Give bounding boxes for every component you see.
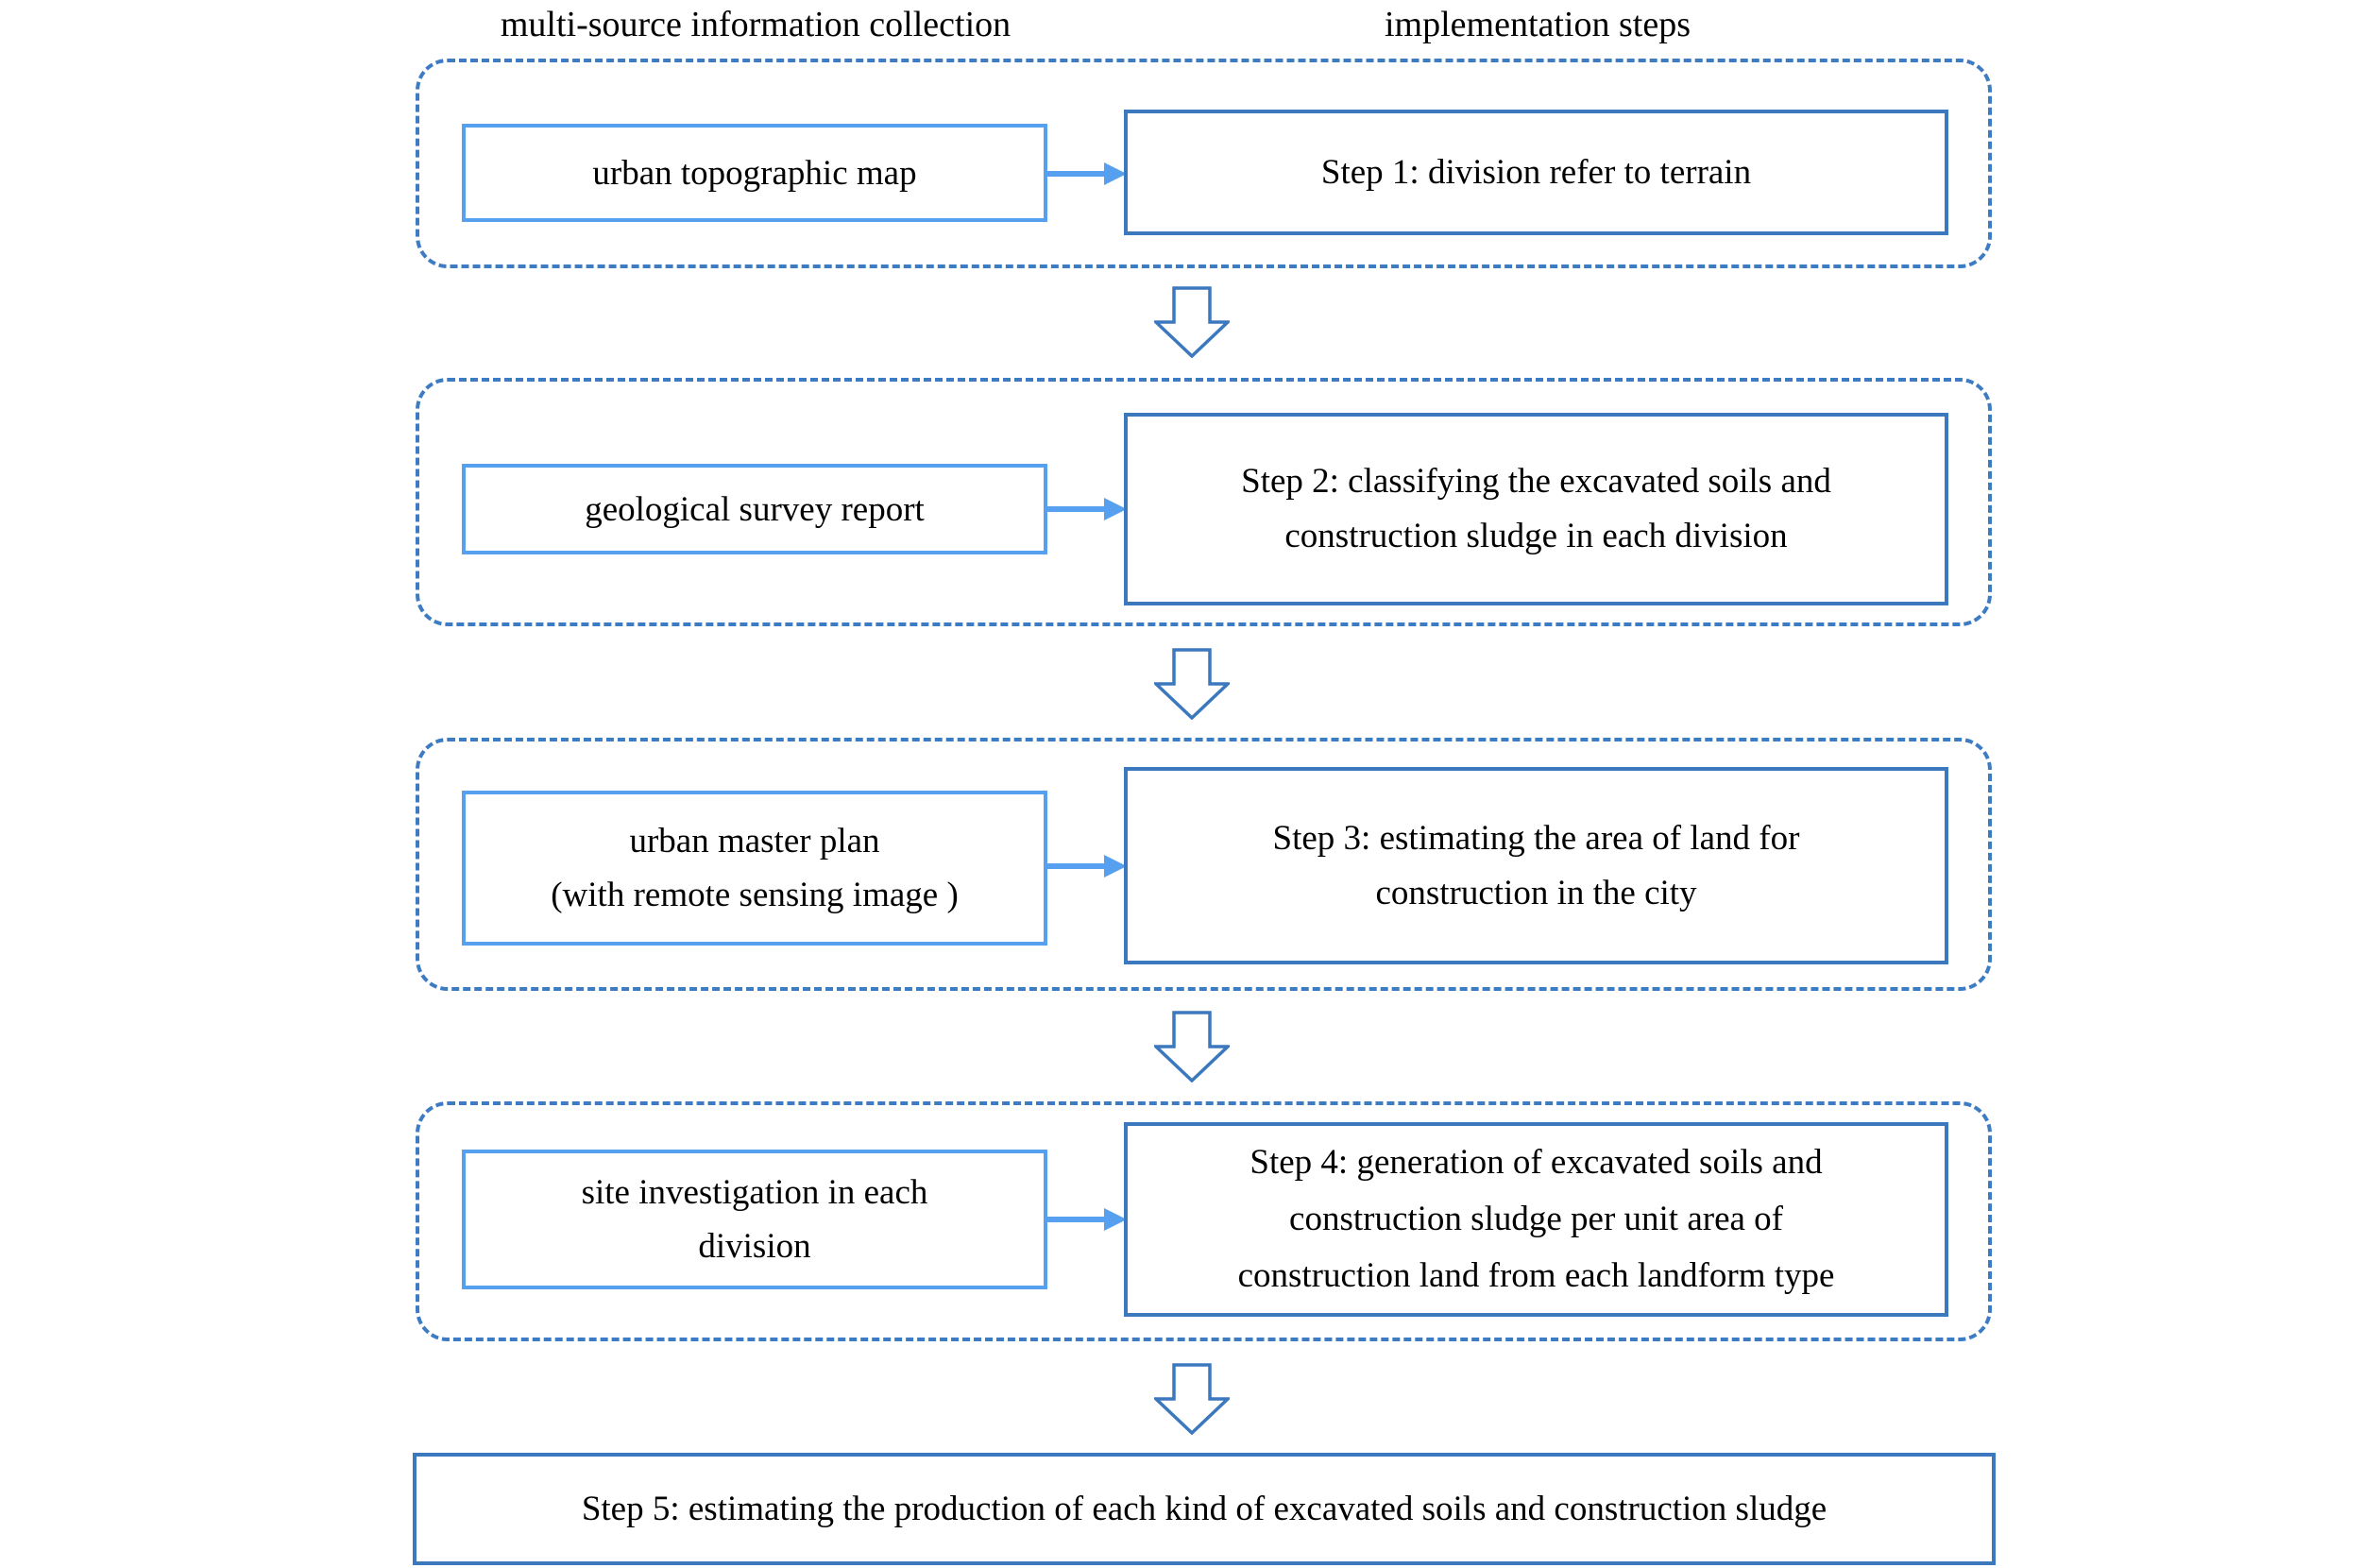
down-arrow-icon	[1154, 1363, 1230, 1435]
step-label: construction sludge in each division	[1284, 517, 1788, 555]
stage-group-4: site investigation in each division Step…	[416, 1101, 1992, 1341]
column-header-steps: implementation steps	[1384, 5, 1691, 44]
step-box-1: Step 1: division refer to terrain	[1124, 110, 1948, 235]
stage-group-1: urban topographic map Step 1: division r…	[416, 59, 1992, 268]
down-arrow-icon	[1154, 1011, 1230, 1082]
right-arrow-icon	[1047, 1208, 1127, 1231]
source-label: site investigation in each	[581, 1173, 928, 1212]
step-box-4: Step 4: generation of excavated soils an…	[1124, 1122, 1948, 1317]
stage-group-3: urban master plan (with remote sensing i…	[416, 738, 1992, 991]
source-box-1: urban topographic map	[462, 124, 1047, 222]
source-label: geological survey report	[585, 489, 925, 529]
right-arrow-icon	[1047, 498, 1127, 520]
source-box-2: geological survey report	[462, 464, 1047, 554]
step-label: Step 3: estimating the area of land for	[1272, 818, 1800, 858]
step-box-3: Step 3: estimating the area of land for …	[1124, 767, 1948, 964]
source-label: division	[698, 1227, 811, 1266]
column-header-collection: multi-source information collection	[500, 5, 1012, 44]
step-label: Step 4: generation of excavated soils an…	[1250, 1143, 1823, 1182]
final-step-box: Step 5: estimating the production of eac…	[413, 1453, 1996, 1565]
step-label: construction sludge per unit area of	[1289, 1200, 1783, 1238]
down-arrow-icon	[1154, 648, 1230, 720]
source-label: (with remote sensing image )	[551, 876, 959, 914]
step-label: Step 2: classifying the excavated soils …	[1241, 462, 1831, 501]
step-label: construction land from each landform typ…	[1237, 1256, 1835, 1295]
step-label: construction in the city	[1375, 873, 1697, 912]
right-arrow-icon	[1047, 855, 1127, 878]
down-arrow-icon	[1154, 286, 1230, 358]
source-box-3: urban master plan (with remote sensing i…	[462, 791, 1047, 946]
final-step-label: Step 5: estimating the production of eac…	[581, 1490, 1828, 1528]
source-label: urban master plan	[629, 822, 880, 861]
step-label: Step 1: division refer to terrain	[1320, 152, 1752, 192]
stage-group-2: geological survey report Step 2: classif…	[416, 378, 1992, 626]
source-label: urban topographic map	[592, 153, 917, 193]
source-box-4: site investigation in each division	[462, 1150, 1047, 1289]
step-box-2: Step 2: classifying the excavated soils …	[1124, 413, 1948, 605]
right-arrow-icon	[1047, 162, 1127, 185]
